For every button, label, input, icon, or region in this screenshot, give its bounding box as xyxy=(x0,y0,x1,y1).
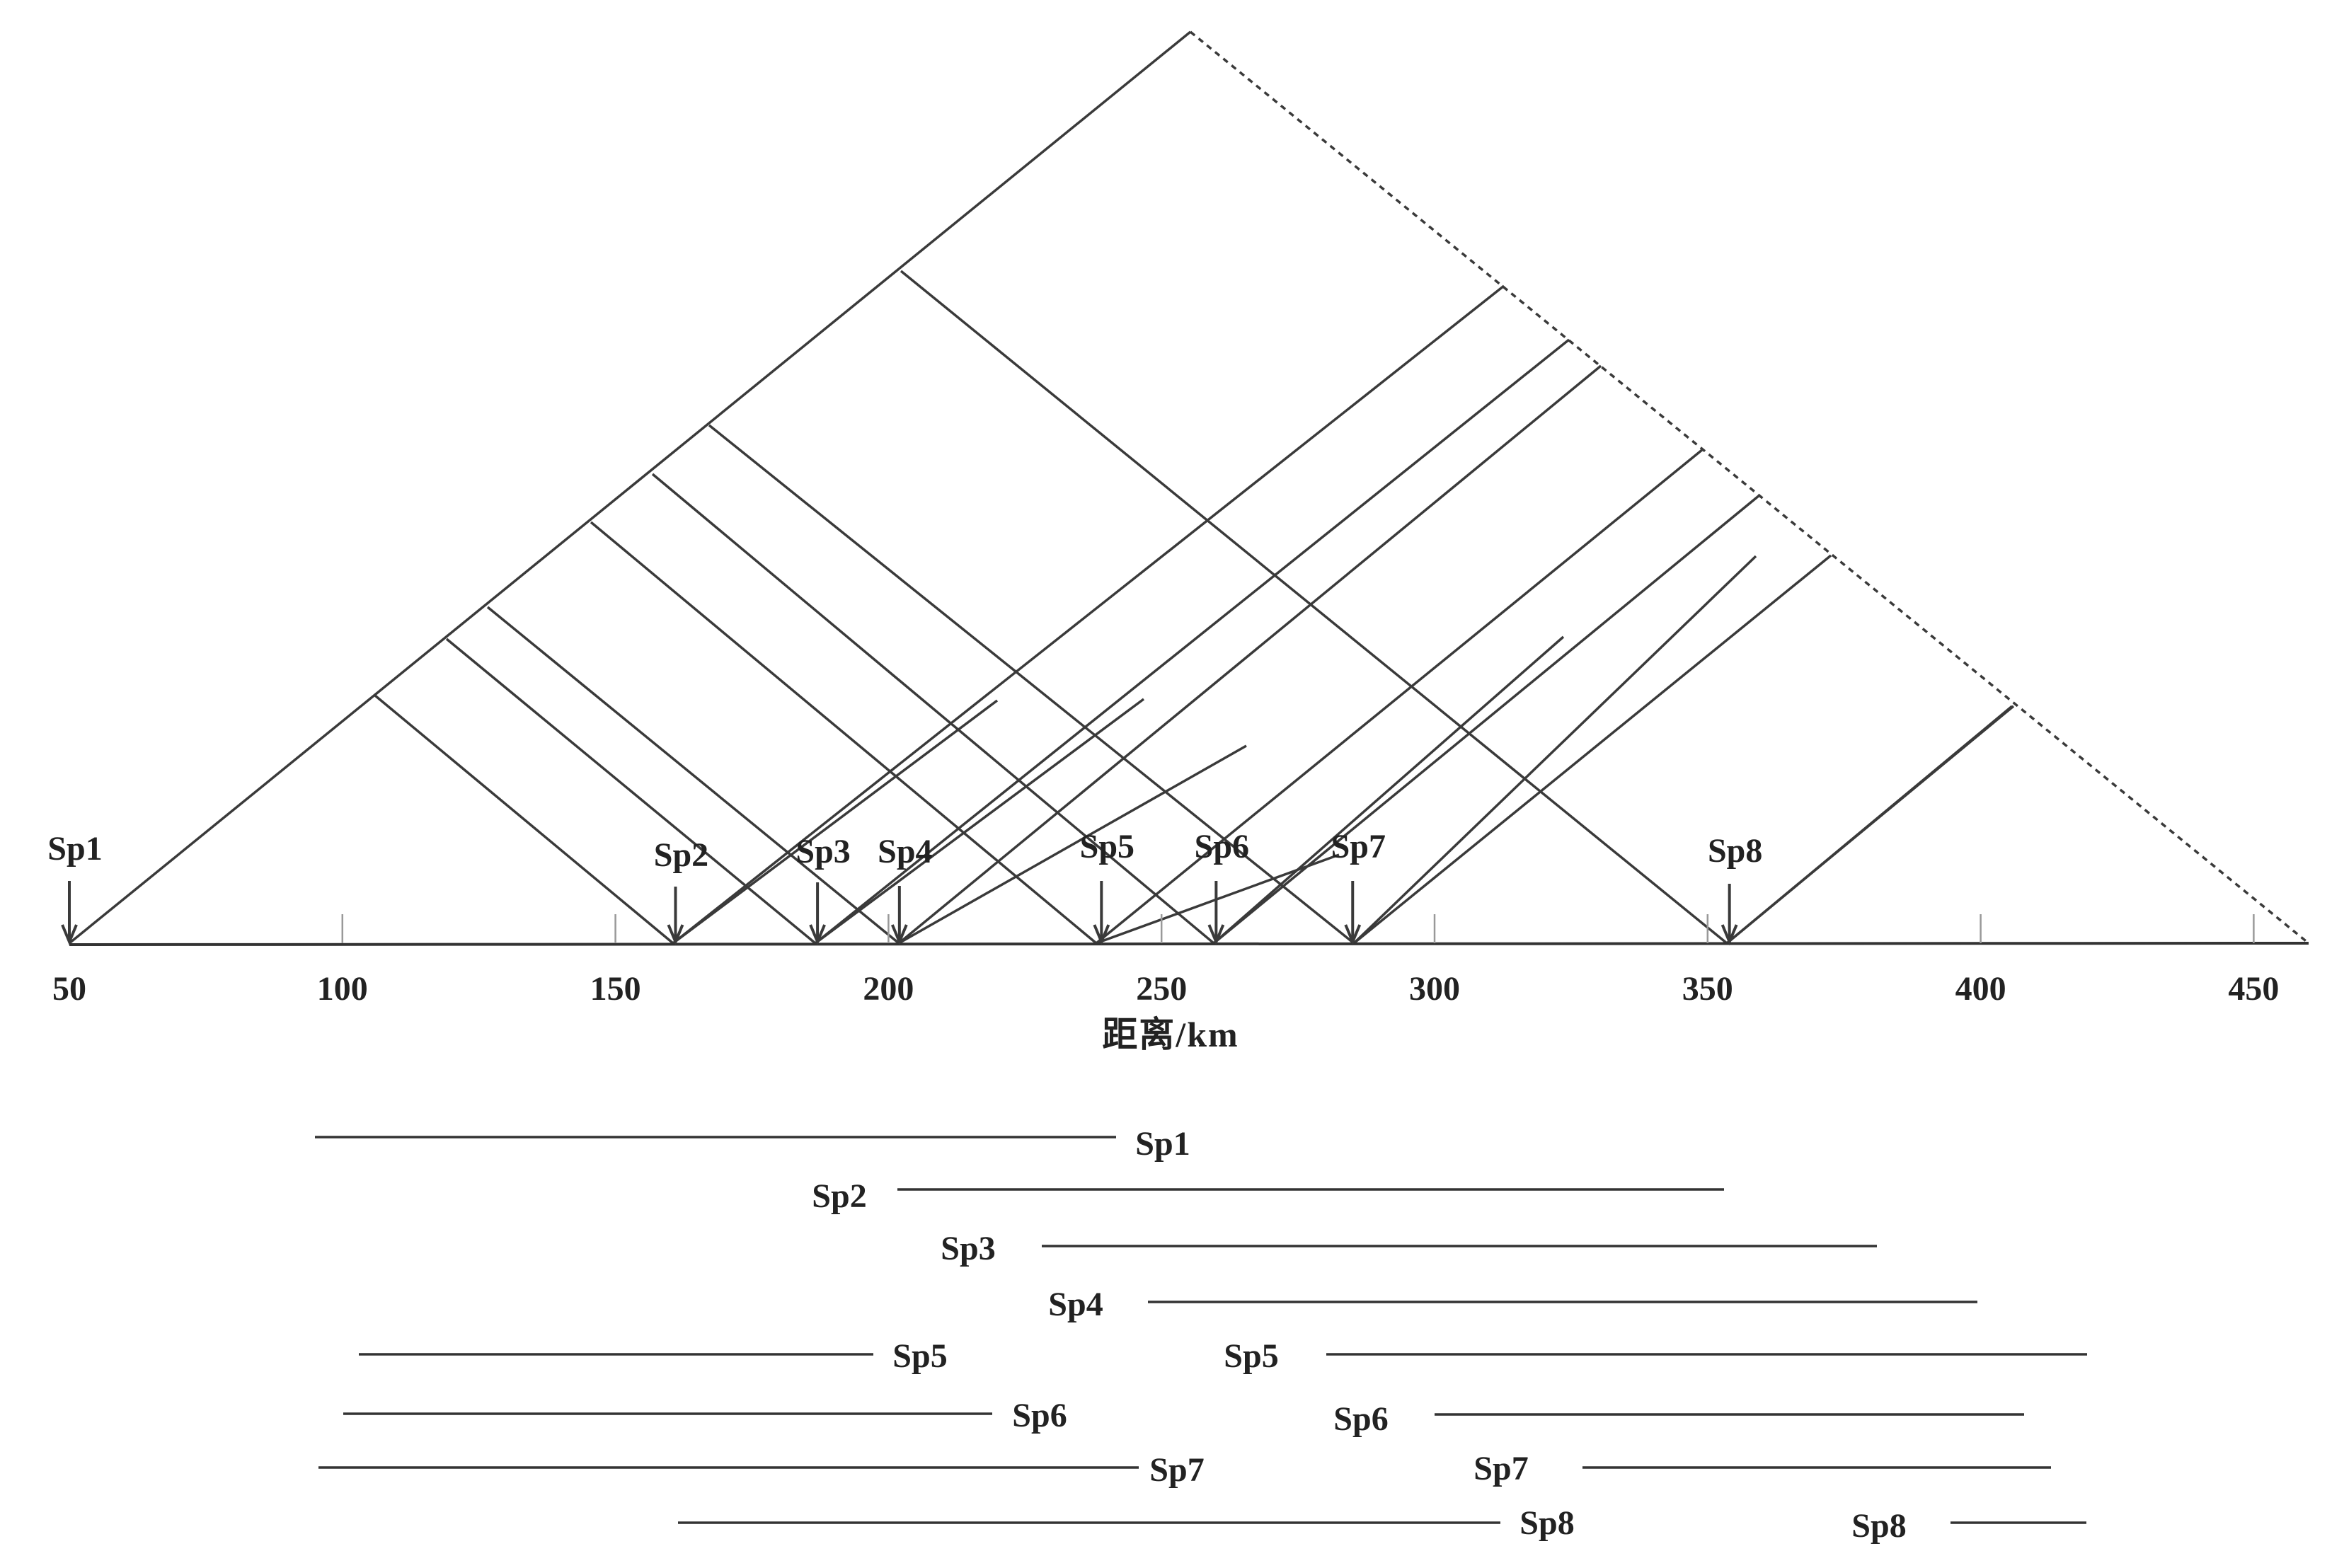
triangle-right-edge-dashed xyxy=(1189,30,2310,945)
axis-tick-label: 450 xyxy=(2228,970,2279,1008)
ray-up-sp6 xyxy=(1212,494,1761,945)
ray-path-sp8 xyxy=(900,270,2013,945)
down-arrow-icon xyxy=(61,924,78,946)
ray-up-sp5 xyxy=(1095,448,1704,945)
axis-tick-label: 150 xyxy=(590,970,641,1008)
shot-point-sp3: Sp3 xyxy=(795,833,851,946)
shot-point-sp8: Sp8 xyxy=(1708,832,1762,946)
axis-tick-label: 400 xyxy=(1955,970,2006,1008)
shot-point-markers: Sp1 Sp2 Sp3 Sp4 Sp5 Sp6 Sp7 Sp8 xyxy=(47,828,1762,946)
coverage-segment-sp1: Sp1 xyxy=(315,1125,1190,1163)
coverage-label: Sp1 xyxy=(1135,1125,1190,1163)
shot-point-sp4: Sp4 xyxy=(878,833,933,946)
coverage-label: Sp4 xyxy=(1048,1286,1103,1323)
axis-tick-label: 200 xyxy=(863,970,914,1008)
down-arrow-icon xyxy=(809,924,826,946)
triangle-left-edge xyxy=(68,30,1192,945)
axis-tick-label: 350 xyxy=(1682,970,1733,1008)
down-arrow-icon xyxy=(1207,924,1225,946)
coverage-segment-sp5: Sp5 xyxy=(359,1337,948,1375)
axis-tick-label: 50 xyxy=(52,970,86,1008)
shot-point-sp7: Sp7 xyxy=(1331,828,1386,946)
coverage-label: Sp5 xyxy=(1224,1337,1278,1375)
coverage-label: Sp7 xyxy=(1149,1451,1204,1489)
shot-point-label: Sp3 xyxy=(795,833,850,870)
ray-up-sp3 xyxy=(814,338,1570,945)
shot-point-label: Sp7 xyxy=(1331,828,1386,865)
coverage-label: Sp7 xyxy=(1473,1450,1528,1487)
coverage-segment-sp2: Sp2 xyxy=(812,1177,1724,1215)
down-arrow-icon xyxy=(890,924,908,946)
ray-path-sp7 xyxy=(708,424,1757,945)
axis-baseline xyxy=(69,942,2309,946)
shot-point-label: Sp2 xyxy=(654,836,708,874)
coverage-label: Sp8 xyxy=(1851,1507,1906,1545)
shot-point-sp1: Sp1 xyxy=(47,830,103,946)
ray-up-sp2 xyxy=(672,284,1505,945)
axis-tick-label: 300 xyxy=(1409,970,1460,1008)
ray-path-sp4 xyxy=(486,606,1247,945)
coverage-label: Sp6 xyxy=(1012,1397,1067,1434)
ray-path-sp2 xyxy=(374,694,999,945)
coverage-triangle xyxy=(68,30,2310,945)
down-arrow-icon xyxy=(1720,924,1738,946)
shot-point-label: Sp1 xyxy=(47,830,102,867)
tick-marks xyxy=(341,914,2255,943)
coverage-segment-sp4: Sp4 xyxy=(1048,1286,1977,1323)
shot-point-sp2: Sp2 xyxy=(654,836,708,946)
coverage-label: Sp2 xyxy=(812,1177,866,1215)
shot-point-label: Sp8 xyxy=(1708,832,1762,870)
axis-tick-label: 100 xyxy=(317,970,368,1008)
coverage-segment-sp7: Sp7 xyxy=(1473,1450,2051,1487)
coverage-segment-sp5: Sp5 xyxy=(1224,1337,2087,1375)
shot-point-label: Sp6 xyxy=(1195,828,1249,865)
shot-point-sp6: Sp6 xyxy=(1195,828,1249,946)
ray-up-sp8 xyxy=(1725,705,2015,945)
coverage-label: Sp5 xyxy=(892,1337,947,1375)
shot-point-label: Sp4 xyxy=(878,833,932,870)
coverage-segment-sp3: Sp3 xyxy=(941,1230,1877,1267)
ray-path-sp5 xyxy=(590,521,1340,945)
coverage-label: Sp6 xyxy=(1333,1400,1388,1438)
ray-path-sp3 xyxy=(445,638,1145,945)
coverage-segment-sp6: Sp6 xyxy=(1333,1400,2024,1438)
coverage-label: Sp8 xyxy=(1519,1504,1574,1542)
coverage-segment-sp7: Sp7 xyxy=(318,1451,1205,1489)
coverage-segment-sp8: Sp8 xyxy=(678,1504,1575,1542)
shot-point-label: Sp5 xyxy=(1080,828,1134,865)
distance-axis: 50 100 150 200 250 300 350 400 450 距离/km xyxy=(52,914,2309,1054)
axis-tick-label: 250 xyxy=(1136,970,1187,1008)
coverage-label: Sp3 xyxy=(941,1230,995,1267)
coverage-segment-sp8: Sp8 xyxy=(1851,1507,2086,1545)
ray-up-sp7 xyxy=(1352,554,1832,945)
down-arrow-icon xyxy=(1344,924,1362,946)
down-arrow-icon xyxy=(667,924,684,946)
down-arrow-icon xyxy=(1093,924,1110,946)
shot-point-sp5: Sp5 xyxy=(1080,828,1134,946)
axis-title: 距离/km xyxy=(1102,1015,1239,1054)
ray-up-sp4 xyxy=(897,364,1602,945)
coverage-segment-sp6: Sp6 xyxy=(343,1397,1067,1434)
tick-labels: 50 100 150 200 250 300 350 400 450 xyxy=(52,970,2279,1008)
